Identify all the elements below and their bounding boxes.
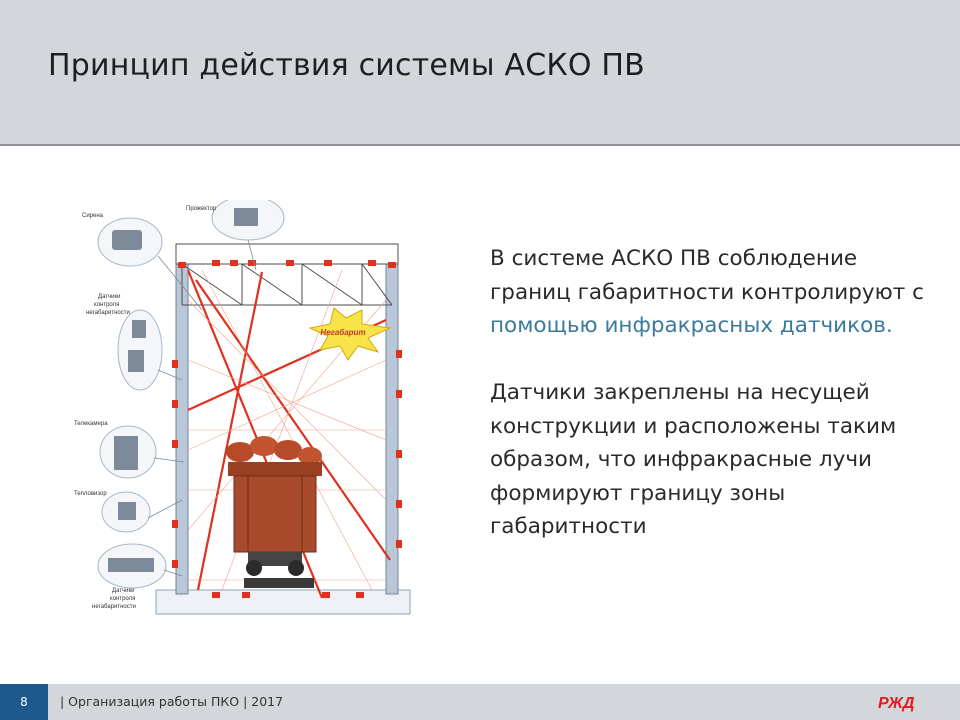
oversize-badge-label: Негабарит xyxy=(320,328,365,337)
slide-body-text: В системе АСКО ПВ соблюдение границ габа… xyxy=(490,242,930,544)
paragraph-2: Датчики закреплены на несущей конструкци… xyxy=(490,376,930,544)
rzd-logo-text: РЖД xyxy=(878,695,915,712)
label-sensors-bottom-3: негабаритности xyxy=(92,604,136,610)
footer-text: | Организация работы ПКО | 2017 xyxy=(60,694,283,709)
label-projector: Прожектор xyxy=(186,206,217,212)
label-sensors-top-2: контроля xyxy=(94,302,119,308)
label-siren: Сирена xyxy=(82,213,104,219)
slide-title: Принцип действия системы АСКО ПВ xyxy=(48,48,645,83)
slide-header: Принцип действия системы АСКО ПВ xyxy=(0,0,960,146)
asko-diagram: Негабарит Сирена xyxy=(72,200,414,618)
rzd-logo: РЖД xyxy=(876,691,924,713)
label-thermal: Тепловизор xyxy=(74,491,107,497)
oversize-badge: Негабарит xyxy=(310,308,390,360)
slide-footer: 8 | Организация работы ПКО | 2017 РЖД xyxy=(0,684,960,720)
paragraph-1-text: В системе АСКО ПВ соблюдение границ габа… xyxy=(490,246,924,305)
paragraph-1: В системе АСКО ПВ соблюдение границ габа… xyxy=(490,242,930,343)
left-column xyxy=(176,264,188,594)
paragraph-gap xyxy=(490,343,930,377)
label-sensors-bottom-2: контроля xyxy=(110,596,135,602)
top-truss xyxy=(176,244,398,305)
label-sensors-bottom-1: Датчики xyxy=(112,588,134,594)
label-sensors-top-3: негабаритности xyxy=(86,310,130,316)
label-sensors-top-1: Датчики xyxy=(98,294,120,300)
ground-slab xyxy=(156,590,410,614)
label-telecamera: Телекамера xyxy=(74,421,108,427)
paragraph-1-accent: помощью инфракрасных датчиков. xyxy=(490,313,893,338)
asko-diagram-svg: Негабарит Сирена xyxy=(72,200,414,618)
page-number: 8 xyxy=(0,684,48,720)
